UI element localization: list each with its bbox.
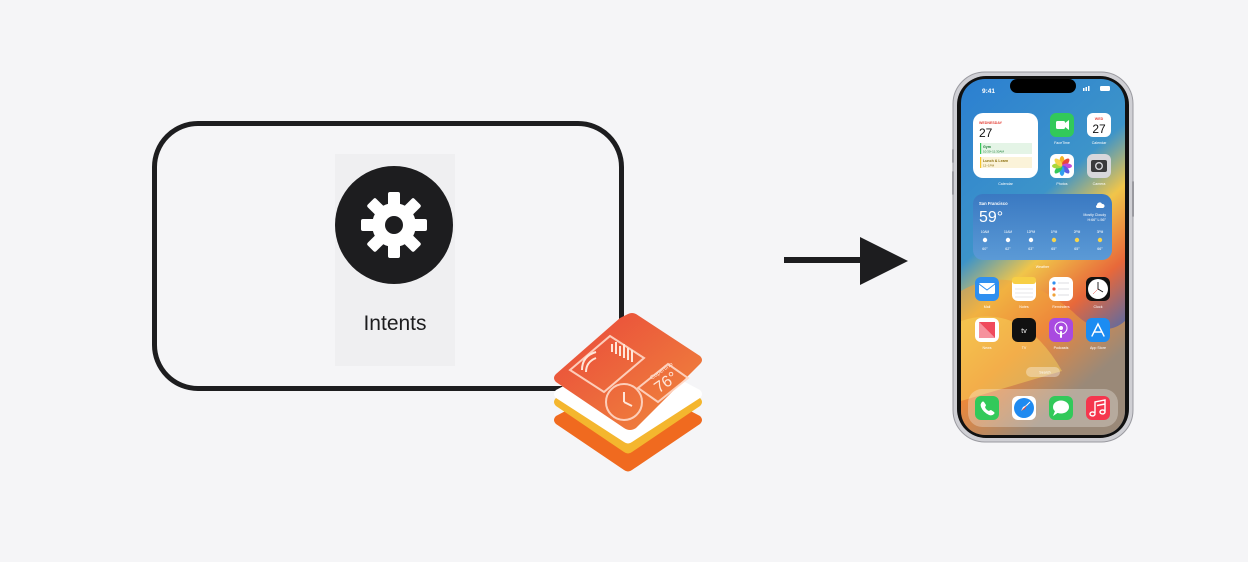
weather-condition: Mostly Cloudy	[1083, 213, 1106, 217]
calendar-icon-day: WED	[1095, 117, 1104, 121]
photos-label: Photos	[1056, 182, 1067, 186]
news-label: News	[983, 346, 992, 350]
app-store-label: App Store	[1090, 346, 1106, 350]
calendar-widget-day: WEDNESDAY	[979, 121, 1003, 125]
weather-hour-temp: 65°	[1074, 247, 1080, 251]
cloud-icon	[1095, 202, 1105, 208]
widgetkit-icon: 76° Cupertino	[554, 313, 702, 472]
weather-caption: Weather	[1036, 265, 1050, 269]
weather-hours: 10AM 60° 11AM 62° 12PM 63° 1PM 65° 2PM 65° 3PM 66°	[981, 230, 1104, 251]
cloud-icon	[1028, 237, 1034, 243]
status-time: 9:41	[982, 88, 995, 95]
search-pill[interactable]	[1026, 367, 1060, 377]
camera-label: Camera	[1093, 182, 1106, 186]
calendar-event-2-title: Lunch & Learn	[983, 159, 1008, 163]
calendar-event-1-title: Gym	[983, 145, 991, 149]
calendar-icon[interactable]	[1087, 113, 1111, 137]
app-store-icon[interactable]	[1086, 318, 1110, 342]
music-icon[interactable]	[1086, 396, 1110, 420]
intents-label: Intents	[363, 312, 427, 335]
weather-hour-label: 10AM	[981, 230, 990, 234]
reminders-label: Reminders	[1052, 305, 1070, 309]
weather-hour-temp: 66°	[1097, 247, 1103, 251]
calendar-label: Calendar	[1092, 141, 1107, 145]
weather-temp: 59°	[979, 209, 1003, 226]
calendar-icon-number: 27	[1092, 122, 1106, 136]
dock	[968, 389, 1118, 427]
search-label: Search	[1039, 371, 1050, 375]
weather-city: San Francisco	[979, 201, 1008, 206]
facetime-label: FaceTime	[1054, 141, 1070, 145]
mail-label: Mail	[984, 305, 991, 309]
cloud-icon	[1005, 237, 1011, 243]
weather-hour-label: 2PM	[1074, 230, 1081, 234]
weather-hour-label: 1PM	[1051, 230, 1058, 234]
sun-icon	[1074, 237, 1080, 243]
weather-hour-label: 3PM	[1097, 230, 1104, 234]
weather-hour-label: 12PM	[1027, 230, 1036, 234]
calendar-widget-caption: Calendar	[998, 182, 1013, 186]
weather-hour-temp: 63°	[1028, 247, 1034, 251]
sun-icon	[1097, 237, 1103, 243]
phone-icon[interactable]	[975, 396, 999, 420]
arrow-right-icon	[784, 237, 908, 285]
weather-hour-temp: 62°	[1005, 247, 1011, 251]
tv-label: TV	[1022, 346, 1027, 350]
calendar-event-1-time: 10:30–11:30AM	[983, 150, 1004, 154]
sun-icon	[1051, 237, 1057, 243]
tv-icon[interactable]	[1012, 318, 1036, 342]
weather-hilo: H:66° L:56°	[1088, 218, 1107, 222]
gear-icon	[335, 166, 453, 284]
intents-card: Intents	[152, 121, 624, 391]
status-icons	[1083, 86, 1110, 91]
cloud-icon	[982, 237, 988, 243]
notes-label: Notes	[1019, 305, 1029, 309]
iphone: 9:41 WEDNESDAY 27 Gym 10:30–11:30AM Lunc…	[952, 71, 1134, 443]
svg-text:tv: tv	[1021, 328, 1027, 335]
clock-label: Clock	[1094, 305, 1103, 309]
weather-hour-temp: 60°	[982, 247, 988, 251]
calendar-widget-number: 27	[979, 126, 993, 140]
weather-hour-label: 11AM	[1004, 230, 1012, 234]
weather-widget[interactable]	[973, 194, 1112, 260]
podcasts-label: Podcasts	[1054, 346, 1069, 350]
weather-hour-temp: 65°	[1051, 247, 1057, 251]
calendar-event-2-time: 12–1PM	[983, 164, 995, 168]
